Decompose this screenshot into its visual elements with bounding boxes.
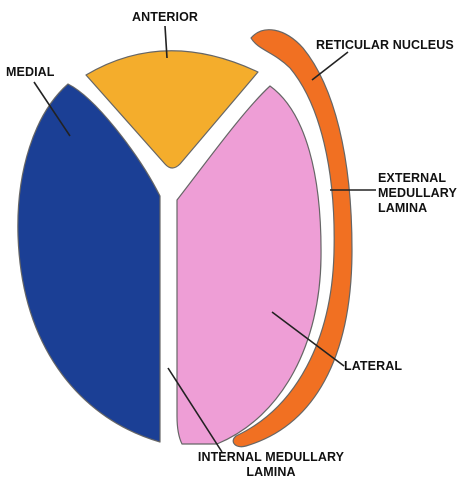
medial-nucleus-region xyxy=(17,83,161,443)
internal-medullary-lamina-label-line-2: LAMINA xyxy=(246,465,296,479)
medial-label: MEDIAL xyxy=(6,65,55,79)
lateral-nucleus-region xyxy=(176,85,322,445)
anterior-nucleus-region xyxy=(85,50,259,169)
anterior-leader-line xyxy=(164,25,168,59)
lateral-label: LATERAL xyxy=(344,359,403,373)
reticular-nucleus-leader-line xyxy=(311,51,349,81)
leader-lines xyxy=(33,25,376,453)
external-medullary-lamina-label-line-3: LAMINA xyxy=(378,201,428,215)
internal-medullary-lamina-label: INTERNAL MEDULLARY LAMINA xyxy=(180,450,362,480)
medial-leader-line xyxy=(33,81,71,137)
reticular-nucleus-label: RETICULAR NUCLEUS xyxy=(316,38,454,52)
external-medullary-lamina-label-line-2: MEDULLARY xyxy=(378,186,457,200)
external-medullary-lamina-label: EXTERNAL MEDULLARY LAMINA xyxy=(378,171,457,216)
external-medullary-lamina-label-line-1: EXTERNAL xyxy=(378,171,447,185)
lateral-leader-line xyxy=(271,311,345,367)
reticular-nucleus-region xyxy=(232,29,353,448)
internal-medullary-lamina-label-line-1: INTERNAL MEDULLARY xyxy=(197,450,345,464)
internal-medullary-lamina-leader-line xyxy=(167,367,223,453)
anterior-label: ANTERIOR xyxy=(131,10,199,24)
